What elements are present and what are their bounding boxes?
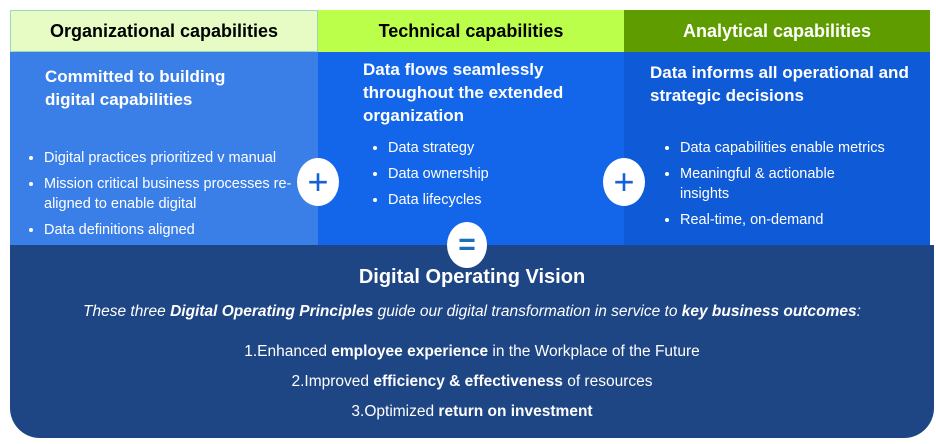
column-analytical: Data informs all operational and strateg…	[624, 52, 930, 245]
vision-subtitle: These three Digital Operating Principles…	[10, 303, 934, 321]
bullet-item: Real-time, on-demand	[680, 210, 936, 230]
vision-title: Digital Operating Vision	[358, 266, 586, 288]
bullet-list: Data capabilities enable metrics Meaning…	[662, 138, 936, 236]
bullet-item: Mission critical business processes re-a…	[44, 174, 299, 214]
bullet-item: Meaningful & actionable insights	[680, 164, 870, 204]
bullet-item: Data ownership	[388, 164, 628, 184]
subtitle-emphasis: key business outcomes	[681, 303, 857, 320]
column-heading: Data informs all operational and strateg…	[650, 63, 909, 105]
bullet-item: Data strategy	[388, 138, 628, 158]
bullet-list: Digital practices prioritized v manual M…	[26, 148, 324, 246]
outcome-text: 2.Improved	[291, 373, 374, 390]
outcome-text: 1.Enhanced	[244, 343, 332, 360]
subtitle-text: These three	[83, 303, 171, 320]
outcome-text: of resources	[562, 373, 653, 390]
bullet-item: Data lifecycles	[388, 190, 628, 210]
digital-operating-vision-panel: Digital Operating Vision These three Dig…	[10, 245, 934, 438]
subtitle-emphasis: Digital Operating Principles	[170, 303, 374, 320]
plus-icon: +	[297, 158, 339, 206]
outcome-item: 3.Optimized return on investment	[10, 403, 934, 421]
outcome-item: 1.Enhanced employee experience in the Wo…	[10, 343, 934, 361]
column-heading: Committed to building digital capabiliti…	[45, 67, 226, 109]
subtitle-text: guide our digital transformation in serv…	[373, 303, 682, 320]
header-analytical: Analytical capabilities	[624, 10, 930, 52]
column-technical: Data flows seamlessly throughout the ext…	[318, 52, 624, 245]
plus-icon: +	[603, 158, 645, 206]
bullet-list: Data strategy Data ownership Data lifecy…	[370, 138, 628, 216]
outcome-text: 3.Optimized	[351, 403, 439, 420]
outcome-text: in the Workplace of the Future	[488, 343, 700, 360]
bullet-item: Digital practices prioritized v manual	[44, 148, 324, 168]
outcome-emphasis: return on investment	[438, 403, 593, 420]
outcome-emphasis: employee experience	[331, 343, 489, 360]
bullet-item: Data definitions aligned	[44, 220, 324, 240]
column-heading: Data flows seamlessly throughout the ext…	[363, 60, 564, 125]
bullet-item: Data capabilities enable metrics	[680, 138, 936, 158]
outcome-item: 2.Improved efficiency & effectiveness of…	[10, 373, 934, 391]
column-organizational: Committed to building digital capabiliti…	[10, 52, 318, 245]
header-technical: Technical capabilities	[318, 10, 624, 52]
equals-icon: =	[447, 222, 487, 268]
header-organizational: Organizational capabilities	[10, 10, 318, 52]
subtitle-text: :	[856, 303, 861, 320]
outcome-emphasis: efficiency & effectiveness	[373, 373, 563, 390]
